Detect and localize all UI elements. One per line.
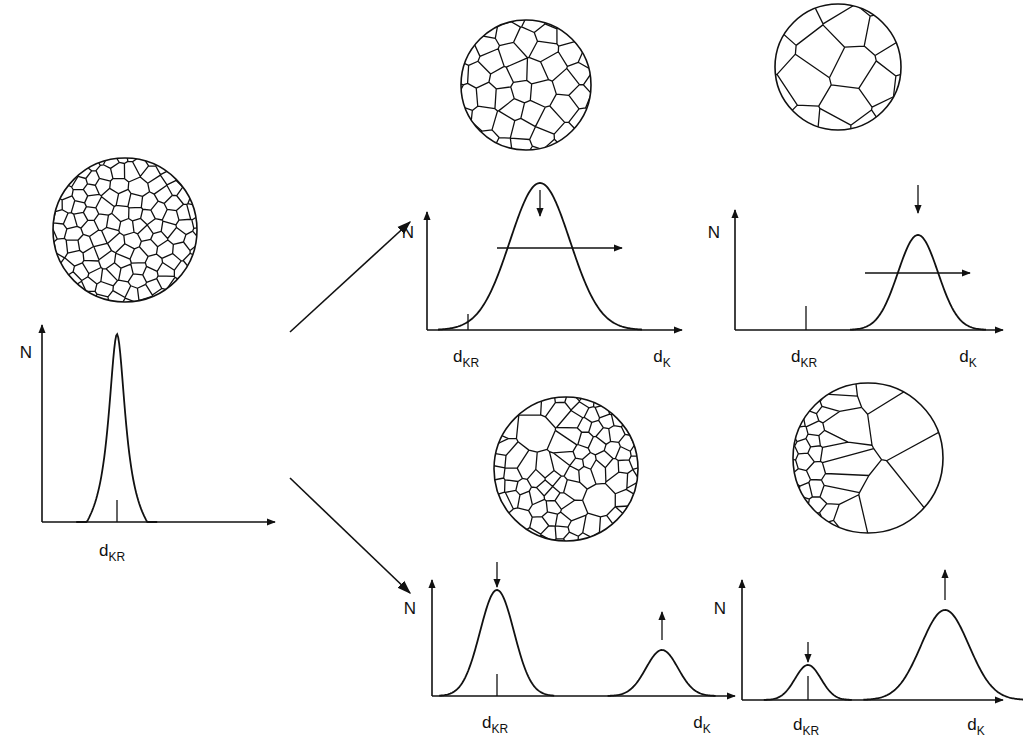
distribution-curve [608, 650, 716, 696]
y-axis [41, 325, 43, 522]
y-axis [734, 210, 736, 330]
distribution-curve [764, 665, 852, 700]
distribution-curve [439, 590, 554, 696]
y-axis [741, 580, 743, 700]
grain-boundaries [454, 357, 678, 581]
grain-boundaries [13, 118, 237, 342]
axis-label: dKR [99, 542, 125, 559]
distribution-curve [438, 183, 642, 330]
grain-boundaries [735, 0, 941, 170]
trend-arrow [661, 612, 662, 640]
axis-title: N [20, 344, 32, 361]
axis-title: N [708, 224, 720, 241]
reference-tick [467, 314, 468, 330]
micrograph-circle [53, 158, 197, 302]
axis-label: dKR [453, 348, 479, 365]
reference-tick [807, 676, 808, 700]
micrograph-circle [494, 397, 638, 541]
trend-arrow [917, 185, 918, 213]
micrograph-circle [793, 383, 943, 533]
reference-tick [116, 500, 117, 522]
distribution-curve [850, 235, 986, 330]
micrograph-circle [461, 20, 591, 150]
grain-boundaries [753, 343, 983, 573]
distribution-curve [76, 334, 157, 522]
axis-label: dKR [793, 716, 819, 733]
trend-arrow [539, 190, 540, 216]
axis-label: dKR [791, 348, 817, 365]
micrograph-circle [775, 4, 901, 130]
axis-label: dK [967, 716, 984, 733]
trend-arrow [496, 562, 497, 587]
x-axis [432, 695, 735, 697]
axis-title: N [402, 224, 414, 241]
reference-tick [496, 674, 497, 696]
axis-title: N [404, 600, 416, 617]
axis-label: dK [693, 714, 710, 731]
reference-tick [805, 306, 806, 330]
grain-boundaries [421, 0, 631, 190]
transition-arrow [290, 222, 410, 332]
y-axis [431, 580, 433, 696]
axis-title: N [714, 600, 726, 617]
x-axis [735, 329, 1003, 331]
transition-arrow [290, 478, 410, 593]
trend-arrow [944, 570, 945, 600]
axis-label: dK [653, 348, 670, 365]
trend-arrow [497, 247, 622, 248]
y-axis [426, 212, 428, 330]
axis-label: dKR [482, 714, 508, 731]
trend-arrow [807, 642, 808, 662]
x-axis [427, 329, 682, 331]
axis-label: dK [959, 348, 976, 365]
distribution-curve [863, 610, 1023, 700]
trend-arrow [865, 272, 970, 273]
